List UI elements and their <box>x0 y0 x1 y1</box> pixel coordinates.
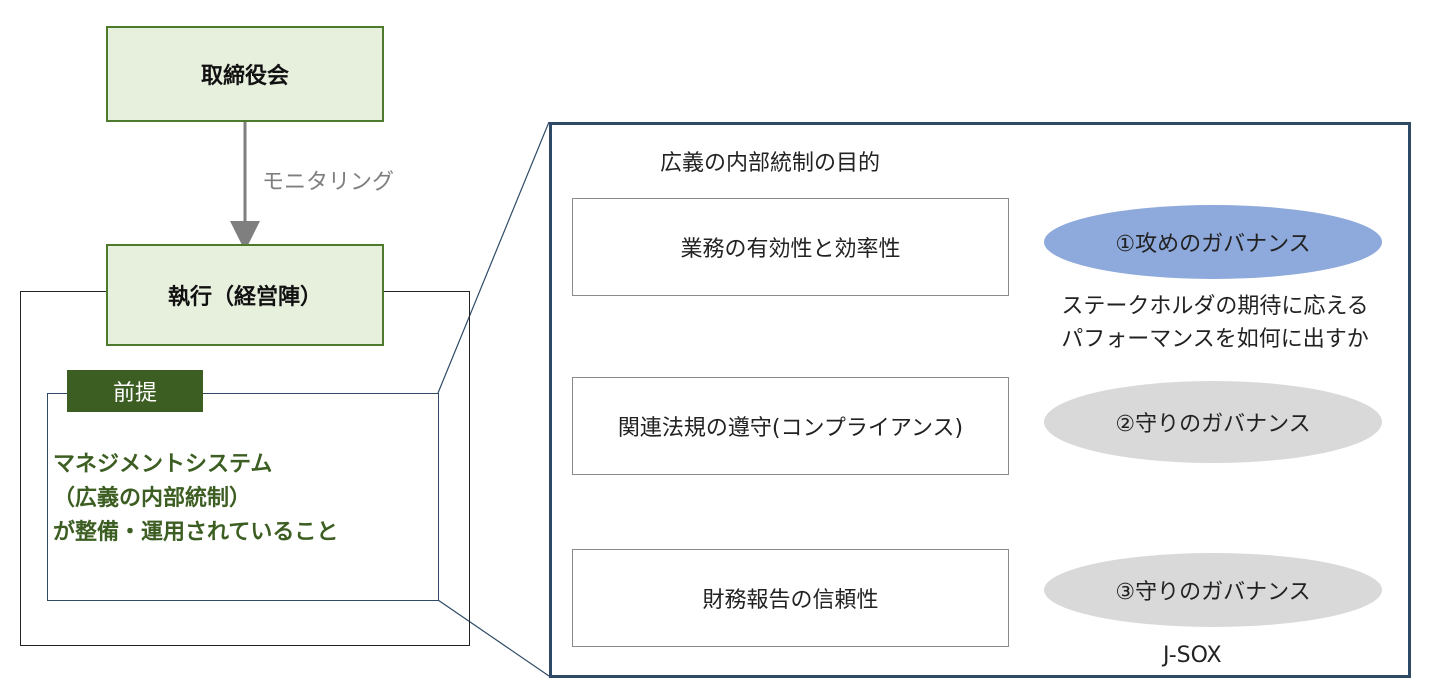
objective-label: 業務の有効性と効率性 <box>680 237 901 262</box>
attack-governance-ellipse: ①攻めのガバナンス <box>1044 205 1382 279</box>
premise-tag: 前提 <box>67 370 203 412</box>
board-box: 取締役会 <box>106 26 384 122</box>
attack-note: ステークホルダの期待に応える パフォーマンスを如何に出すか <box>1030 290 1400 356</box>
objective-box: 業務の有効性と効率性 <box>572 198 1009 296</box>
board-label: 取締役会 <box>200 64 289 89</box>
governance-label: ①攻めのガバナンス <box>1115 232 1311 257</box>
premise-line: が整備・運用されていること <box>53 520 339 545</box>
governance-label: ②守りのガバナンス <box>1115 412 1311 437</box>
objective-label: 財務報告の信頼性 <box>702 588 879 613</box>
premise-text: マネジメントシステム （広義の内部統制） が整備・運用されていること <box>53 448 338 550</box>
objective-box: 財務報告の信頼性 <box>572 549 1009 647</box>
attack-note-line: ステークホルダの期待に応える <box>1061 294 1369 319</box>
premise-line: （広義の内部統制） <box>53 486 252 511</box>
monitoring-label: モニタリング <box>262 170 395 195</box>
attack-note-line: パフォーマンスを如何に出すか <box>1061 327 1369 352</box>
execution-label: 執行（経営陣） <box>167 285 322 310</box>
objective-label: 関連法規の遵守(コンプライアンス) <box>617 416 964 441</box>
jsox-label: J-SOX <box>1163 643 1222 668</box>
premise-tag-label: 前提 <box>112 381 157 406</box>
premise-line: マネジメントシステム <box>53 452 273 477</box>
zoom-line-top <box>437 121 550 394</box>
purpose-title: 広義の内部統制の目的 <box>660 151 881 176</box>
execution-box: 執行（経営陣） <box>106 244 384 346</box>
defense-governance-ellipse: ③守りのガバナンス <box>1044 553 1382 627</box>
governance-label: ③守りのガバナンス <box>1115 580 1311 605</box>
premise-box <box>47 393 439 601</box>
defense-governance-ellipse: ②守りのガバナンス <box>1044 381 1382 463</box>
zoom-line-bottom <box>437 599 550 677</box>
objective-box: 関連法規の遵守(コンプライアンス) <box>572 377 1009 475</box>
